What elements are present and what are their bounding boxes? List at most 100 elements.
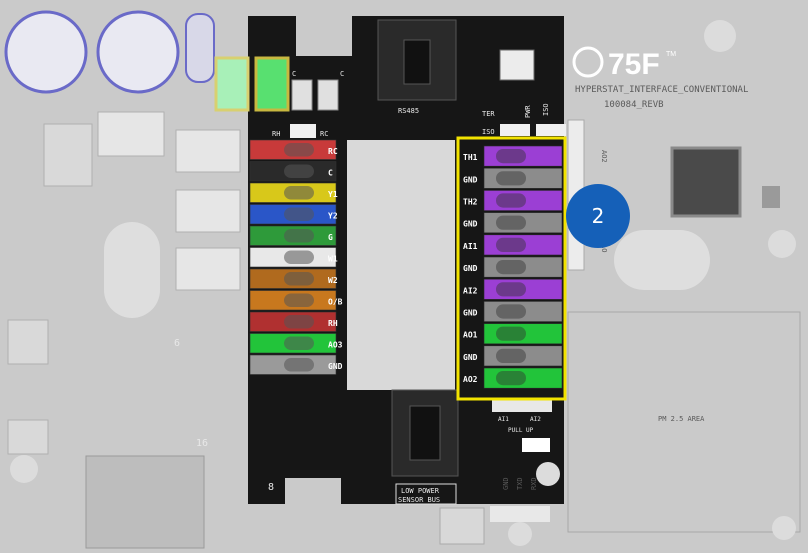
left-terminal-g: G: [249, 225, 337, 246]
right-terminal-th1-0: TH1: [463, 145, 563, 167]
left-terminal-gnd: GND: [249, 354, 343, 375]
terminal-body: [483, 256, 563, 278]
terminal-screw: [284, 164, 314, 178]
mcu-chip: [670, 146, 742, 218]
cap-small: [317, 79, 339, 111]
callout-2: [566, 184, 630, 248]
pcb-number-6: 6: [174, 338, 180, 349]
terminal-body: [483, 278, 563, 300]
mount-hole: [10, 455, 38, 483]
terminal-body: [483, 323, 563, 345]
left-terminal-w2: W2: [249, 268, 338, 289]
left-terminal-label: G: [328, 233, 333, 242]
terminal-body: [483, 145, 563, 167]
terminal-body: [483, 301, 563, 322]
capacitor-left: [4, 10, 88, 94]
terminal-screw: [496, 282, 526, 297]
right-terminal-label: AO2: [463, 375, 478, 384]
terminal-screw: [284, 272, 314, 286]
cap-label-2: C: [340, 70, 344, 78]
right-terminal-label: GND: [463, 220, 478, 229]
right-terminal-label: TH1: [463, 153, 478, 162]
terminal-screw: [496, 260, 526, 275]
pcb-number-16: 16: [196, 438, 208, 449]
pull-up-label: PULL UP: [508, 427, 534, 434]
terminal-body: [483, 212, 563, 234]
right-terminal-ai1-4: AI1: [463, 234, 563, 256]
mount-hole: [508, 522, 532, 546]
crystal: [185, 13, 215, 83]
rh-label: RH: [272, 130, 280, 138]
left-terminal-o-b: O/B: [249, 290, 343, 311]
pin-rxd: RXD: [530, 477, 538, 490]
terminal-screw: [284, 143, 314, 157]
terminal-screw: [496, 149, 526, 164]
terminal-screw: [284, 186, 314, 200]
terminal-body: [483, 345, 563, 367]
left-terminal-label: RC: [328, 147, 338, 156]
ter-iso-label: ISO: [482, 128, 495, 136]
terminal-body: [483, 190, 563, 211]
pcb-number-8: 8: [268, 482, 274, 493]
right-terminal-gnd-3: GND: [463, 212, 563, 234]
rh-rc-header: [290, 124, 316, 138]
oval-cutout: [104, 222, 160, 318]
ai2-label: AI2: [530, 416, 541, 423]
left-terminal-label: C: [328, 168, 333, 177]
right-terminal-label: AI1: [463, 242, 478, 251]
terminal-screw: [496, 237, 526, 252]
right-terminal-ai2-6: AI2: [463, 278, 563, 300]
left-terminal-label: AO3: [328, 340, 343, 349]
top-notch: [296, 16, 352, 56]
low-power-slot: [409, 405, 441, 461]
terminal-screw: [496, 304, 526, 319]
left-terminal-rc: RC: [249, 139, 338, 160]
left-terminal-label: W1: [328, 254, 338, 263]
right-terminal-label: GND: [463, 175, 478, 184]
terminal-screw: [496, 193, 526, 208]
terminal-screw: [496, 326, 526, 341]
logo-mark-icon: [572, 46, 604, 78]
ter-label: TER: [482, 110, 495, 118]
ic-small: [499, 49, 535, 81]
terminal-screw: [496, 171, 526, 186]
fuse: [254, 56, 290, 112]
left-terminal-label: RH: [328, 319, 338, 328]
terminal-screw: [284, 315, 314, 329]
mount-hole: [772, 516, 796, 540]
rc-label: RC: [320, 130, 328, 138]
right-terminal-label: GND: [463, 309, 478, 318]
terminal-body: [483, 167, 563, 189]
bottom-pins-header: [490, 506, 550, 522]
cap-label-1: C: [292, 70, 296, 78]
left-terminal-label: W2: [328, 276, 338, 285]
terminal-screw: [284, 336, 314, 350]
callout-number: 2: [592, 204, 605, 228]
rs485-slot: [403, 39, 431, 85]
pin-gnd: GND: [502, 477, 510, 490]
mount-hole: [768, 230, 796, 258]
left-terminal-ao3: AO3: [249, 333, 343, 354]
center-window: [347, 140, 455, 390]
right-terminal-label: GND: [463, 353, 478, 362]
ao-side-label-2: AO: [600, 244, 608, 252]
left-terminal-rh: RH: [249, 311, 338, 332]
right-terminal-th2-2: TH2: [463, 190, 563, 211]
terminal-screw: [284, 207, 314, 221]
left-terminal-y1: Y1: [249, 182, 338, 203]
terminal-screw: [284, 358, 314, 372]
terminal-screw: [284, 293, 314, 307]
fuse: [214, 56, 250, 112]
bottom-notch: [285, 478, 341, 504]
right-terminal-label: AO1: [463, 331, 478, 340]
left-terminal-label: GND: [328, 362, 343, 371]
capacitor-right: [96, 10, 180, 94]
model-name: HYPERSTAT_INTERFACE_CONVENTIONAL: [575, 85, 748, 95]
highlight-box: [456, 136, 567, 401]
terminal-screw: [496, 371, 526, 386]
left-terminal-label: O/B: [328, 297, 343, 306]
low-power-label-1: LOW POWER: [401, 487, 440, 495]
right-terminal-label: TH2: [463, 198, 478, 207]
